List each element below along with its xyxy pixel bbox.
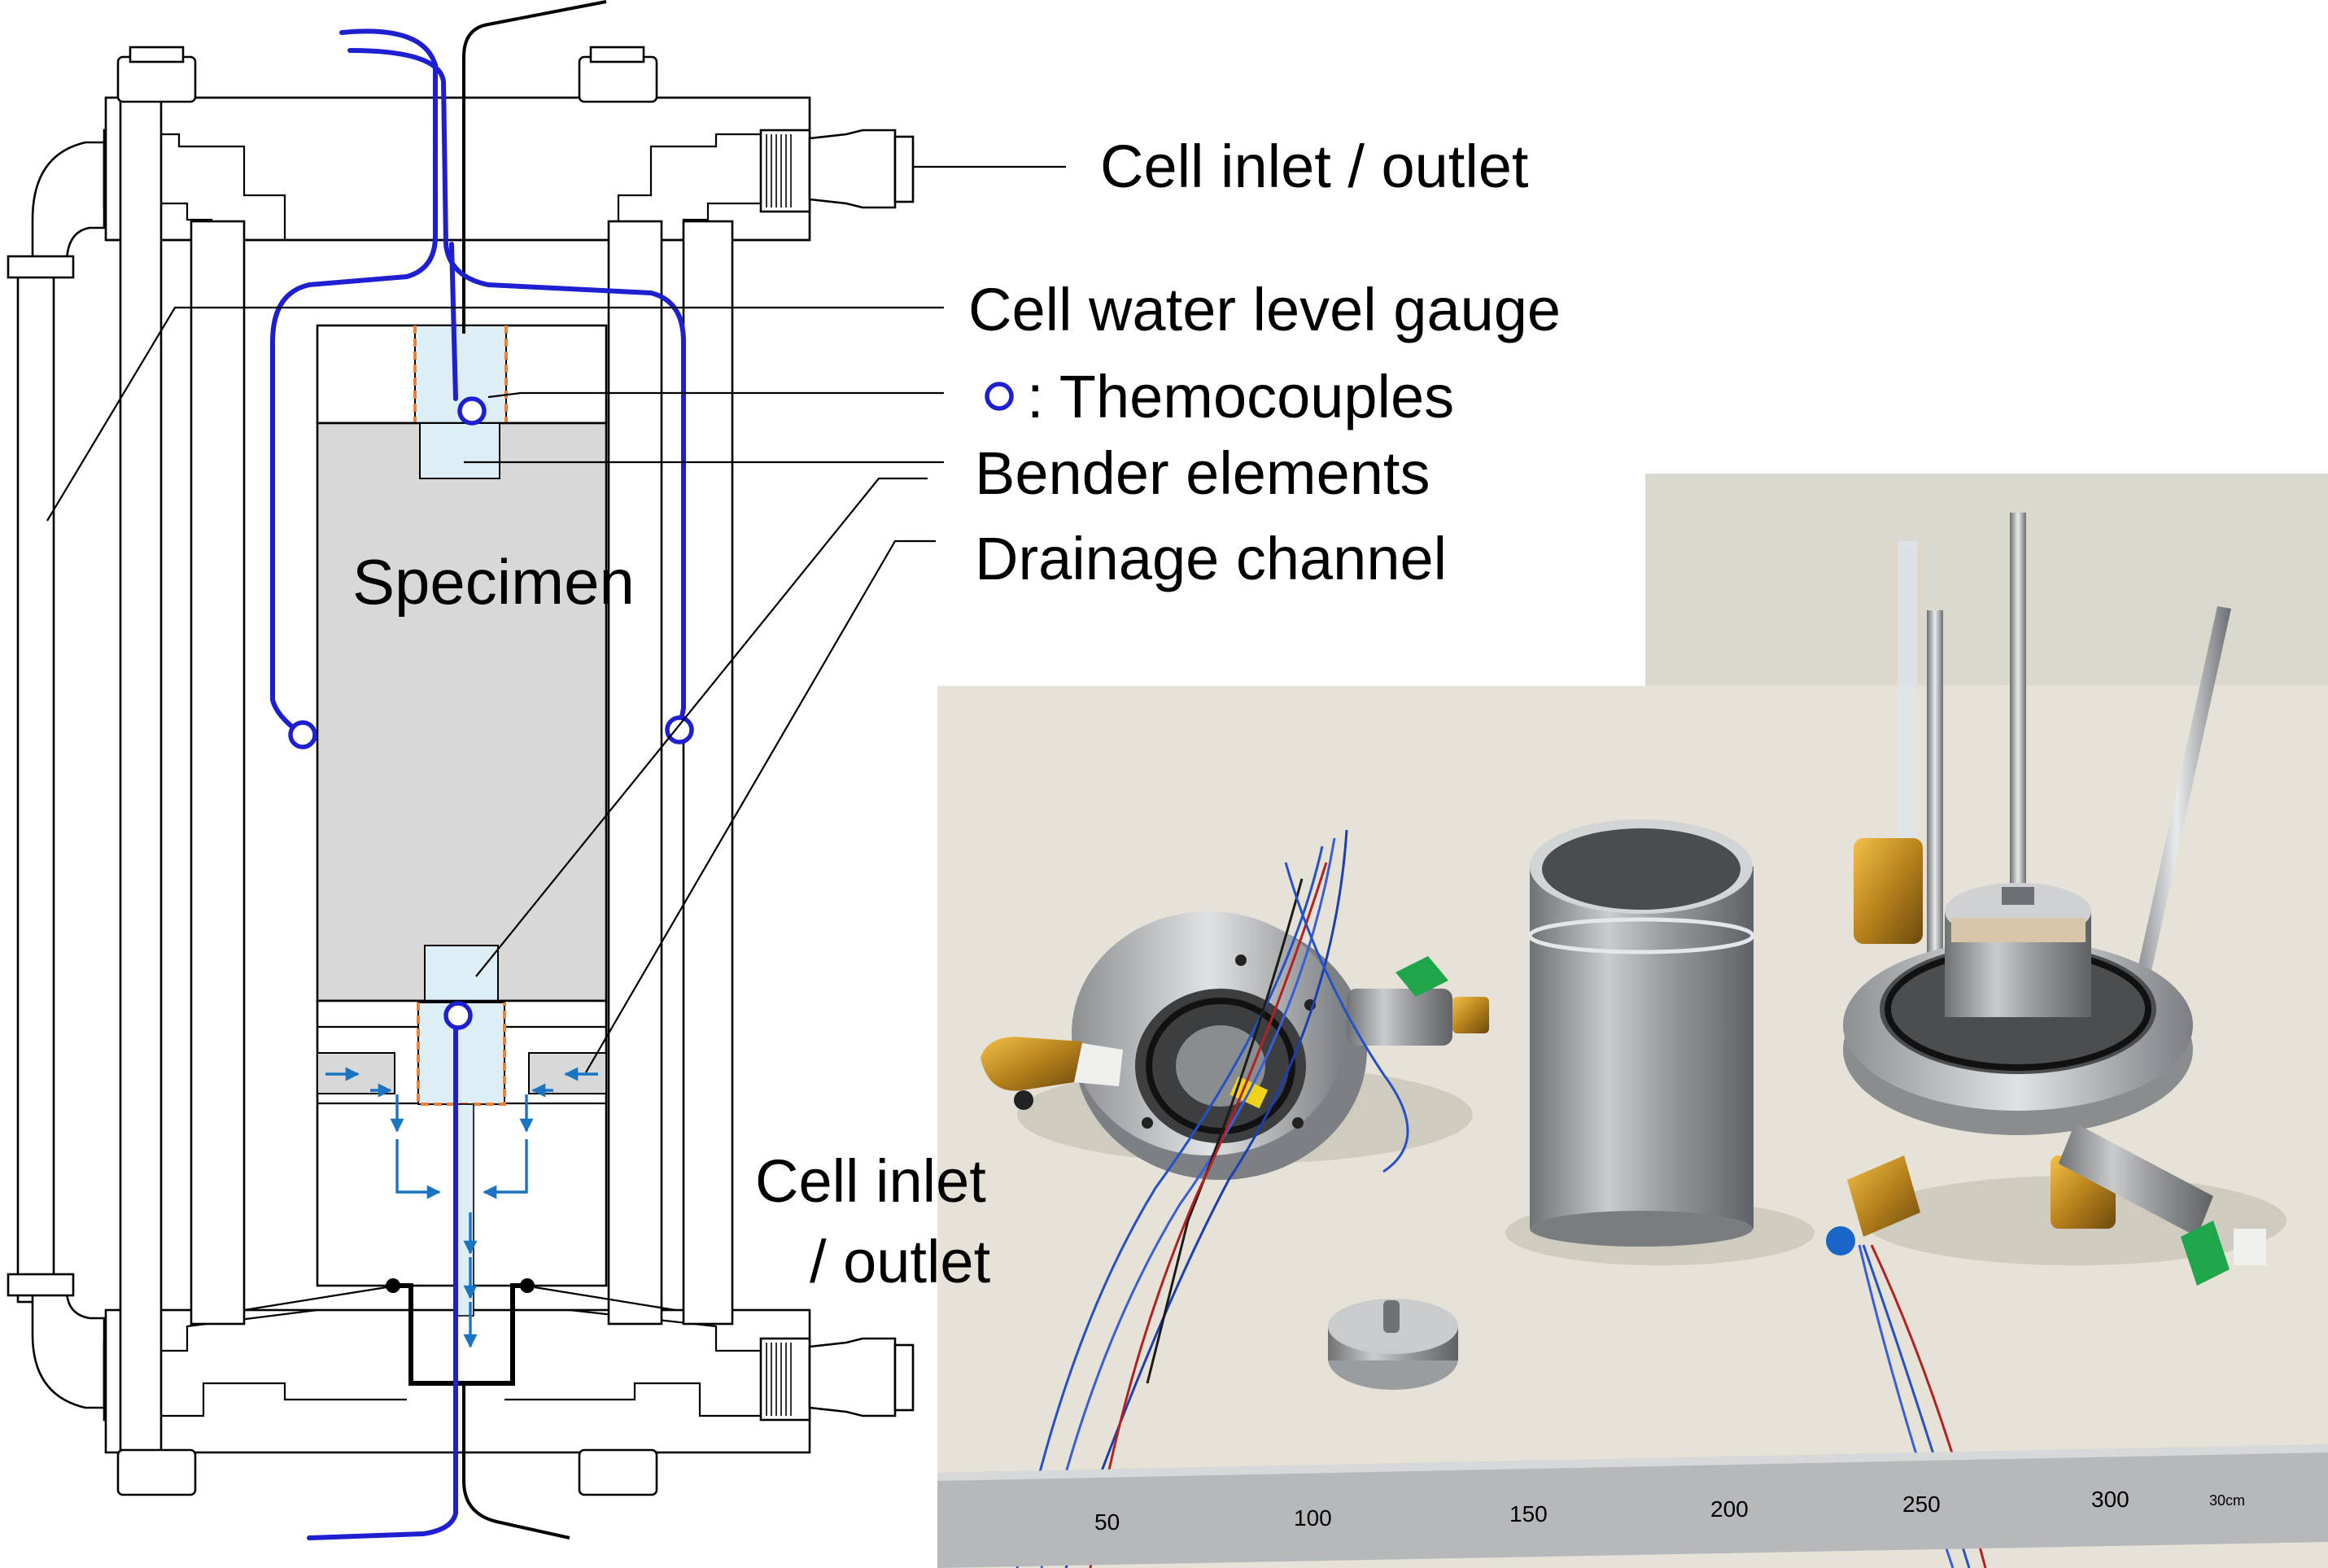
pedestal [243, 999, 676, 1386]
thermocouple-legend-icon [985, 382, 1014, 411]
thermocouple-left [288, 720, 317, 749]
ruler-label-150: 150 [1509, 1501, 1548, 1527]
photo-top-cap [1328, 1299, 1458, 1390]
ruler-unit: 30cm [2209, 1492, 2245, 1509]
label-cell-inlet-outlet-top: Cell inlet / outlet [1100, 133, 1529, 200]
bender-element-bottom [424, 945, 499, 1003]
ruler-label-250: 250 [1902, 1492, 1941, 1517]
top-cap [104, 96, 811, 242]
thermocouple-top [457, 396, 487, 426]
photo-cell-cylinder [1527, 819, 1755, 1247]
photo-ruler: 50 100 150 200 250 300 30cm [937, 1444, 2328, 1568]
ruler-label-50: 50 [1094, 1509, 1120, 1535]
tie-rods [116, 46, 663, 1496]
bender-cable-top [462, 0, 607, 334]
thermocouple-right [665, 715, 694, 745]
photo-assembled-cell [1826, 513, 2266, 1286]
ruler-label-200: 200 [1710, 1496, 1749, 1522]
water-level-gauge-tube [7, 141, 106, 1409]
ruler-label-100: 100 [1294, 1505, 1332, 1531]
bender-cable-bottom [462, 1383, 570, 1540]
label-cell-inlet-bottom-line1: Cell inlet [755, 1147, 986, 1215]
label-drainage-channel: Drainage channel [975, 525, 1447, 592]
right-fittings [759, 129, 915, 1422]
label-bender-elements: Bender elements [975, 439, 1430, 507]
thermocouple-wires [270, 28, 686, 1540]
leader-lines [46, 165, 1066, 1073]
label-cell-inlet-bottom-line2: / outlet [810, 1228, 991, 1295]
cell-wall-right [682, 220, 734, 1326]
apparatus-photo: 50 100 150 200 250 300 30cm [937, 474, 2328, 1568]
specimen-label: Specimen [352, 546, 635, 618]
label-cell-water-level-gauge: Cell water level gauge [968, 276, 1561, 343]
bender-element-top [419, 422, 500, 479]
thermocouple-bottom [443, 1001, 473, 1030]
annotation-labels: Cell inlet / outlet Cell water level gau… [755, 133, 1561, 1295]
label-thermocouples: : Themocouples [1027, 363, 1454, 430]
ruler-label-300: 300 [2091, 1487, 2129, 1512]
photo-wires [1015, 829, 1987, 1568]
drainage-flow-arrows [325, 1067, 598, 1348]
specimen [316, 421, 608, 1002]
cell-schematic: Specimen [7, 0, 1066, 1540]
